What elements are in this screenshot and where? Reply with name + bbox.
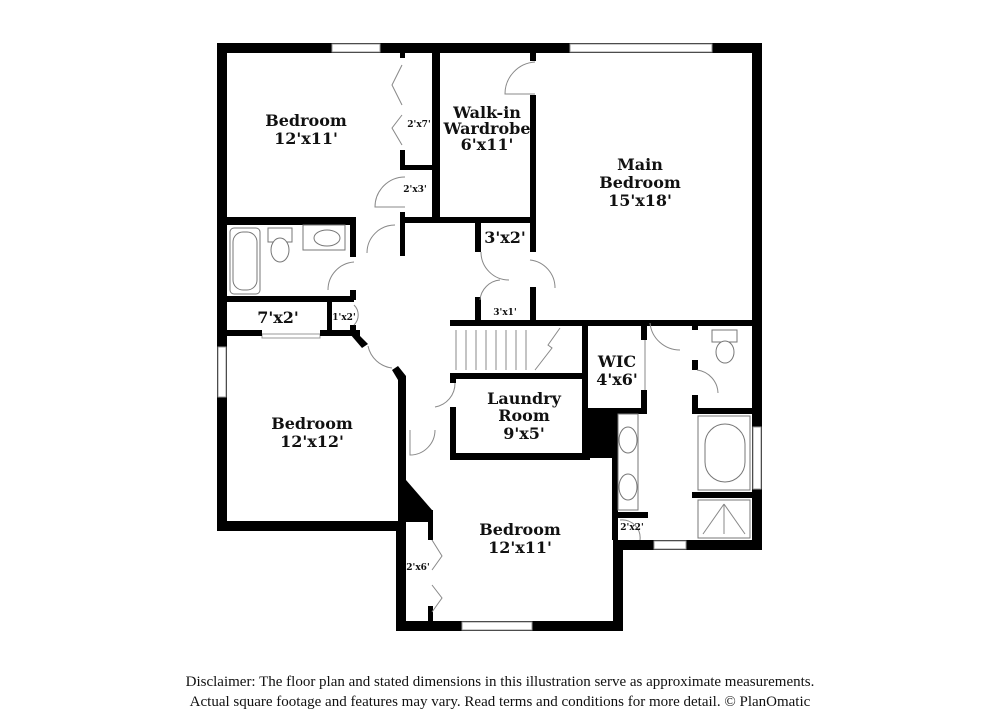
- main-bedroom-name-2: Bedroom: [599, 173, 681, 192]
- closet-7x2-dims: 7'x2': [257, 308, 299, 327]
- bathroom-fixtures: [229, 224, 751, 539]
- laundry-name-2: Room: [498, 406, 550, 425]
- closet-bed-s-dims: 2'x6': [406, 563, 429, 573]
- bedroom-w-dims: 12'x12': [280, 432, 344, 451]
- room-labels: Bedroom 12'x11' 2'x7' 2'x3' Walk-in Ward…: [257, 103, 681, 573]
- bedroom-nw-dims: 12'x11': [274, 129, 338, 148]
- bedroom-nw-name: Bedroom: [265, 111, 347, 130]
- disclaimer-line-2: Actual square footage and features may v…: [189, 694, 811, 710]
- disclaimer-line-1: Disclaimer: The floor plan and stated di…: [185, 674, 815, 690]
- laundry-name-1: Laundry: [487, 389, 562, 408]
- closet-1x2-dims: 1'x2': [332, 313, 355, 323]
- windows: [217, 43, 762, 631]
- closet-3x1-dims: 3'x1': [493, 308, 516, 318]
- doors: [327, 61, 719, 613]
- bedroom-s-name: Bedroom: [479, 520, 561, 539]
- wic-dims: 4'x6': [596, 370, 638, 389]
- stairs: [455, 327, 561, 371]
- closet-hall-1-dims: 2'x3': [403, 185, 426, 195]
- wic-name: WIC: [597, 352, 636, 371]
- bedroom-w-name: Bedroom: [271, 414, 353, 433]
- bedroom-s-dims: 12'x11': [488, 538, 552, 557]
- wardrobe-name-2: Wardrobe: [442, 119, 530, 138]
- main-bedroom-name-1: Main: [617, 155, 663, 174]
- closet-bed-nw-dims: 2'x7': [407, 120, 430, 130]
- wardrobe-dims: 6'x11': [461, 135, 514, 154]
- interior-walls: [217, 43, 762, 624]
- closet-2x2-dims: 2'x2': [620, 523, 643, 533]
- wardrobe-name-1: Walk-in: [452, 103, 521, 122]
- closet-3x2-dims: 3'x2': [484, 228, 526, 247]
- laundry-dims: 9'x5': [503, 424, 545, 443]
- main-bedroom-dims: 15'x18': [608, 191, 672, 210]
